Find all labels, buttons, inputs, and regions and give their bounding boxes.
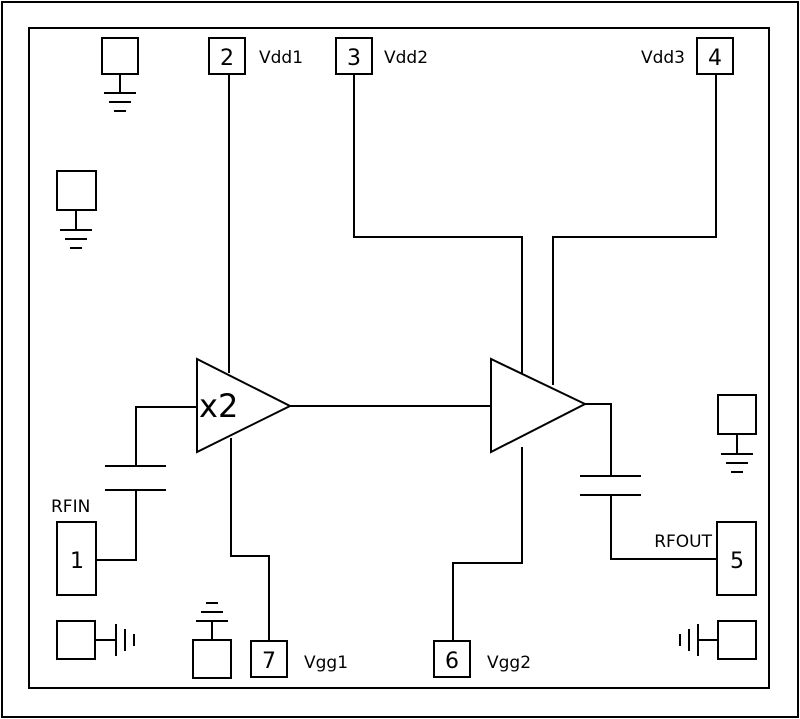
rfin-trace-upper bbox=[135, 406, 197, 466]
pad-4 bbox=[696, 37, 734, 75]
vgg2-label: Vgg2 bbox=[487, 653, 531, 673]
rfout-trace-lower bbox=[610, 495, 716, 560]
ground-icon bbox=[56, 170, 97, 249]
pad-2-number: 2 bbox=[220, 46, 234, 71]
ground-icon bbox=[56, 620, 135, 660]
vdd3-trace bbox=[552, 75, 717, 385]
rfout-label: RFOUT bbox=[654, 532, 712, 552]
vdd2-label: Vdd2 bbox=[384, 48, 428, 68]
pad-3 bbox=[335, 37, 373, 75]
pad-1-number: 1 bbox=[70, 549, 84, 574]
pad-7-number: 7 bbox=[262, 649, 276, 674]
vdd3-label: Vdd3 bbox=[641, 48, 685, 68]
pad-1 bbox=[56, 521, 97, 596]
vgg1-label: Vgg1 bbox=[304, 653, 348, 673]
pad-6 bbox=[433, 640, 471, 678]
die-outline bbox=[28, 27, 770, 689]
input-capacitor bbox=[105, 465, 166, 491]
multiplier-label: x2 bbox=[199, 387, 238, 425]
pad-5-number: 5 bbox=[730, 549, 744, 574]
vgg1-trace bbox=[230, 438, 270, 640]
ground-icon bbox=[717, 394, 757, 473]
pad-3-number: 3 bbox=[347, 46, 361, 71]
ground-icon bbox=[101, 37, 139, 112]
rfin-trace-lower bbox=[97, 490, 137, 561]
ground-icon bbox=[679, 620, 757, 660]
multiplier-amplifier bbox=[196, 357, 293, 454]
pad-6-number: 6 bbox=[445, 649, 459, 674]
rfin-label: RFIN bbox=[51, 497, 90, 517]
output-amplifier bbox=[490, 357, 588, 454]
vdd2-trace bbox=[353, 75, 523, 375]
pad-7 bbox=[250, 640, 288, 678]
ground-icon bbox=[192, 602, 232, 679]
rfout-trace-upper bbox=[585, 403, 612, 476]
output-capacitor bbox=[580, 475, 641, 496]
vdd1-label: Vdd1 bbox=[259, 48, 303, 68]
pad-2 bbox=[208, 37, 246, 75]
pad-5 bbox=[716, 521, 757, 596]
vgg2-trace bbox=[452, 447, 523, 640]
pad-4-number: 4 bbox=[708, 46, 722, 71]
